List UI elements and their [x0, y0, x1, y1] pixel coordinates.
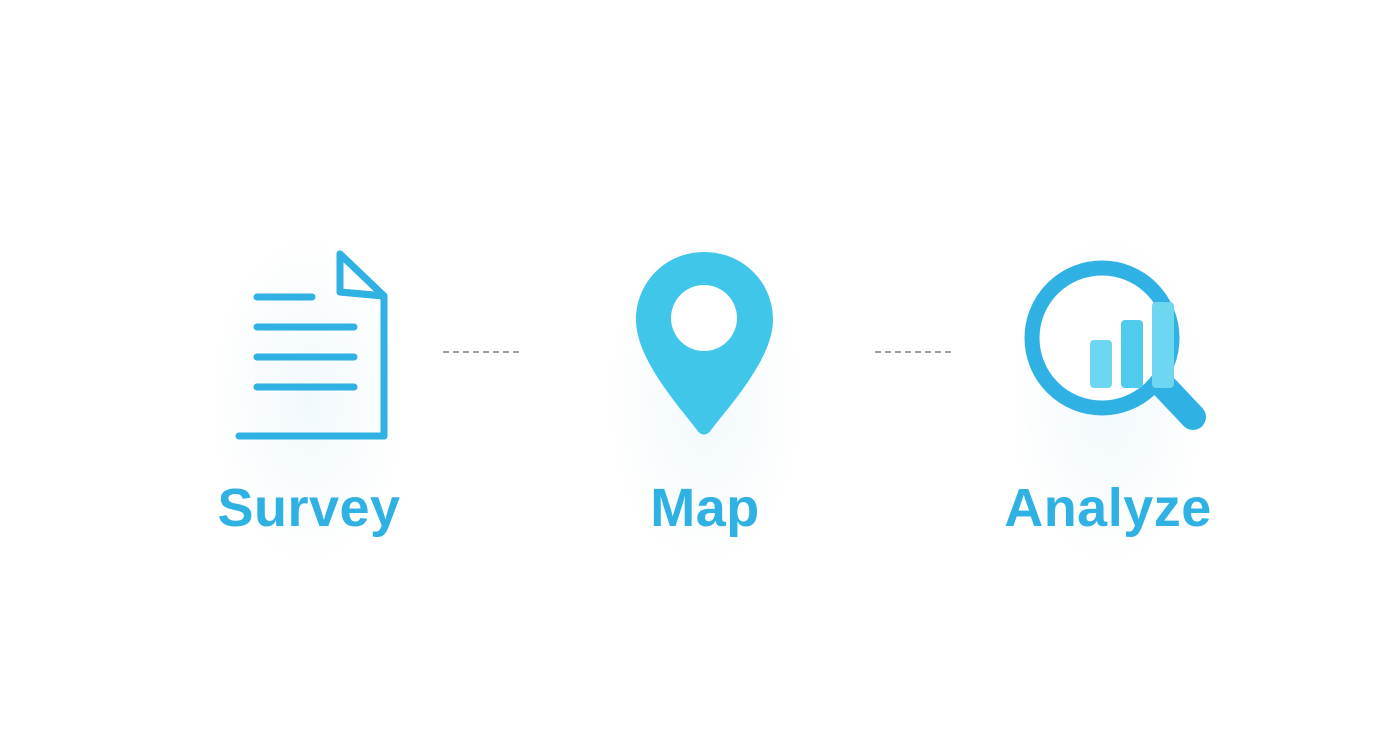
- step-analyze: Analyze: [978, 230, 1238, 580]
- step-survey: Survey: [179, 230, 439, 580]
- step-label-map: Map: [650, 478, 760, 538]
- step-map: Map: [575, 230, 835, 580]
- magnifier-chart-icon: [1008, 240, 1208, 450]
- connector-line: [875, 351, 951, 353]
- document-icon: [209, 240, 409, 450]
- map-pin-icon: [605, 240, 805, 450]
- connector-line: [443, 351, 519, 353]
- step-label-survey: Survey: [217, 478, 401, 538]
- step-label-analyze: Analyze: [1004, 478, 1212, 538]
